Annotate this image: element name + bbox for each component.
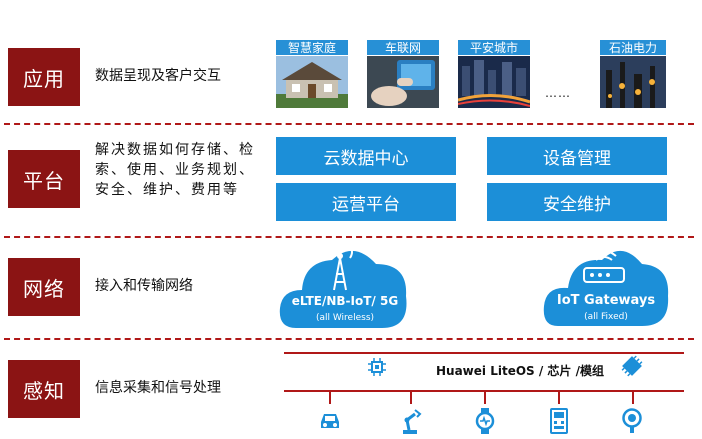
layer-network-desc: 接入和传输网络 [95,278,193,294]
gateway-title: IoT Gateways [556,293,656,308]
app-label-smart-home: 智慧家庭 [276,40,348,55]
layer-application-box: 应用 [8,48,80,106]
wireless-title: eLTE/NB-IoT/ 5G [291,294,399,308]
sensor-icon [622,408,642,433]
gateway-subtitle: (all Fixed) [584,312,628,322]
wireless-subtitle: (all Wireless) [315,313,375,323]
layer-platform-label: 平台 [23,168,65,193]
security-maintenance-button[interactable]: 安全维护 [487,183,667,221]
smartwatch-icon [475,408,495,434]
operation-platform-button[interactable]: 运营平台 [276,183,456,221]
cloud-data-center-button[interactable]: 云数据中心 [276,137,456,175]
gateway-cloud [543,250,669,326]
drop-sensor [632,390,634,404]
robot-arm-icon [403,409,422,434]
layer-platform-box: 平台 [8,150,80,208]
app-label-iov: 车联网 [367,40,439,55]
drop-car [329,390,331,404]
layer-sensing-desc: 信息采集和信号处理 [95,380,221,396]
module-icon [621,355,643,377]
liteos-label: Huawei LiteOS / 芯片 /模组 [436,364,604,378]
app-label-safe-city: 平安城市 [458,40,530,55]
layer-application-label: 应用 [23,66,65,91]
divider-2 [4,236,694,238]
device-management-button[interactable]: 设备管理 [487,137,667,175]
divider-1 [4,123,694,125]
smart-home-image [276,56,348,108]
app-label-oil-power: 石油电力 [600,40,666,55]
drop-meter [558,390,560,404]
sensing-bus-top [284,352,684,354]
layer-sensing-label: 感知 [23,378,65,403]
meter-icon [550,408,568,434]
iov-image [367,56,439,108]
car-icon [321,414,339,428]
layer-platform-desc: 解决数据如何存储、检索、使用、业务规划、安全、维护、费用等 [95,142,255,198]
safe-city-image [458,56,530,108]
layer-application-desc: 数据呈现及客户交互 [95,68,221,84]
drop-watch [484,390,486,404]
wireless-cloud [279,245,407,328]
layer-sensing-box: 感知 [8,360,80,418]
chip-icon [368,358,386,376]
layer-network-label: 网络 [23,276,65,301]
layer-network-box: 网络 [8,258,80,316]
drop-robot [410,390,412,404]
oil-power-image [600,56,666,108]
more-apps-ellipsis: …… [545,86,571,100]
divider-3 [4,338,694,340]
